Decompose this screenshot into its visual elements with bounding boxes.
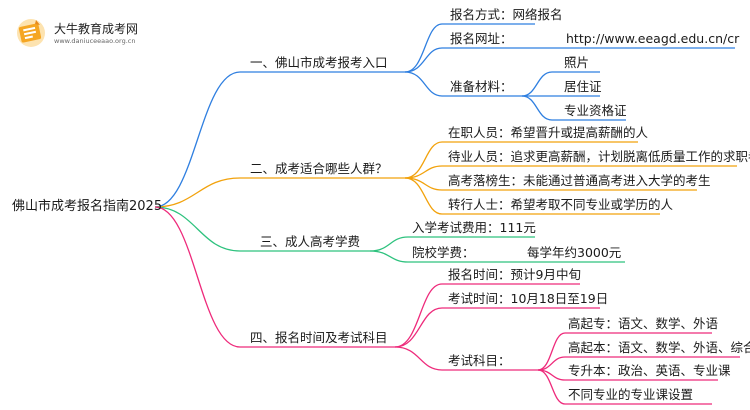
connector-root-sec3: [154, 206, 370, 252]
exam-subjects-label: 考试科目：: [448, 353, 511, 368]
tuition-label: 院校学费：: [412, 245, 475, 260]
group-employed: 在职人员：希望晋升或提高薪酬的人: [448, 125, 649, 140]
registration-time: 报名时间：预计9月中旬: [448, 267, 581, 282]
group-unemployed: 待业人员：追求更高薪酬，计划脱离低质量工作的求职者: [448, 149, 750, 164]
group-career-changers: 转行人士：希望考取不同专业或学历的人: [448, 197, 674, 212]
connector-root-sec2: [154, 177, 405, 208]
materials-label: 准备材料：: [450, 79, 513, 94]
subjects-hs-to-bachelor: 高起本：语文、数学、外语、综合: [568, 340, 750, 355]
section-2-label: 二、成考适合哪些人群？: [250, 161, 388, 176]
subjects-college-to-bachelor: 专升本：政治、英语、专业课: [568, 363, 731, 378]
subjects-major-courses: 不同专业的专业课设置: [568, 387, 694, 402]
root-topic: 佛山市成考报名指南2025: [12, 199, 163, 214]
site-logo: 大牛教育成考网 www.daniuceeaao.org.cn: [14, 16, 149, 50]
section-3-label: 三、成人高考学费: [260, 234, 361, 249]
section-4-label: 四、报名时间及考试科目: [250, 330, 388, 345]
connector-root-sec4: [154, 206, 395, 348]
material-qualification-cert: 专业资格证: [564, 103, 627, 118]
logo-title: 大牛教育成考网: [54, 22, 139, 36]
registration-method: 报名方式：网络报名: [450, 7, 563, 22]
exam-fee: 入学考试费用：111元: [412, 220, 536, 235]
connector-root-sec1: [154, 71, 405, 208]
section-1-label: 一、佛山市成考报考入口: [250, 55, 388, 70]
group-exam-failures: 高考落榜生：未能通过普通高考进入大学的考生: [448, 173, 711, 188]
registration-url-link[interactable]: http://www.eeagd.edu.cn/cr: [566, 31, 740, 46]
material-photo: 照片: [564, 55, 590, 70]
exam-time: 考试时间：10月18日至19日: [448, 291, 609, 306]
material-residence-permit: 居住证: [564, 79, 602, 94]
logo-subtitle: www.daniuceeaao.org.cn: [54, 37, 136, 45]
registration-url-label: 报名网址：: [450, 31, 513, 46]
tuition-value: 每学年约3000元: [527, 245, 622, 260]
subjects-hs-to-college: 高起专：语文、数学、外语: [568, 316, 719, 331]
book-logo-icon: [17, 19, 45, 47]
